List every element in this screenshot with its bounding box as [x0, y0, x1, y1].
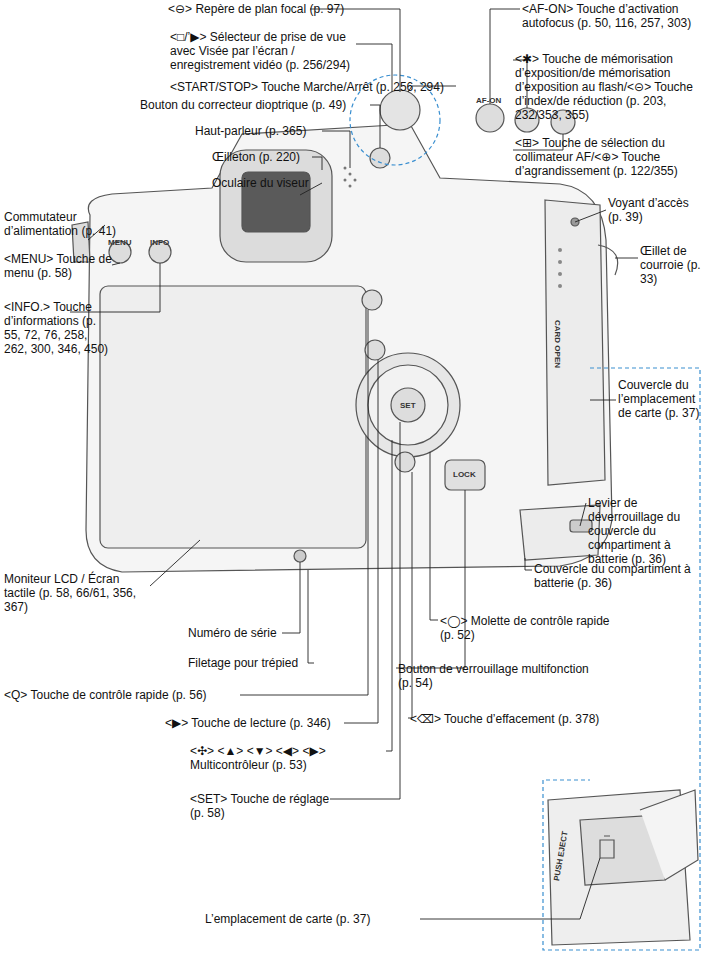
callout-label: Filetage pour trépied [188, 656, 318, 670]
callout-label: L’emplacement de carte (p. 37) [205, 912, 425, 926]
callout-label: Bouton de verrouillage multifonction (p.… [398, 662, 598, 690]
callout-label: Couvercle du compartiment à batterie (p.… [534, 562, 700, 590]
callout-label: Voyant d’accès (p. 39) [608, 196, 701, 224]
speaker-holes [344, 167, 357, 188]
printed-marking: AF-ON [476, 96, 501, 105]
callout-label: Couvercle du l’emplacement de carte (p. … [618, 378, 702, 420]
callout-label: <AF-ON> Touche d’activation autofocus (p… [522, 2, 700, 30]
callout-label: Levier de déverrouillage du couvercle du… [588, 496, 702, 566]
callout-label: <✣> <▲> <▼> <◀> <▶> Multicontrôleur (p. … [190, 744, 390, 772]
callout-label: <START/STOP> Touche Marche/Arrêt (p. 256… [170, 80, 460, 94]
callout-label: Oculaire du viseur [212, 176, 327, 190]
callout-label: <Q> Touche de contrôle rapide (p. 56) [4, 688, 244, 702]
card-slot-inset [548, 790, 698, 945]
printed-marking: MENU [108, 238, 132, 247]
callout-label: Numéro de série [188, 626, 288, 640]
callout-label: Haut-parleur (p. 365) [195, 124, 325, 138]
callout-label: Œilleton (p. 220) [212, 150, 317, 164]
printed-marking: CARD OPEN [553, 320, 562, 368]
callout-label: Œillet de courroie (p. 33) [640, 244, 702, 286]
callout-label: Commutateur d’alimentation (p. 41) [4, 210, 144, 238]
printed-marking: SET [400, 401, 416, 410]
callout-label: <INFO.> Touche d’informations (p. 55, 72… [4, 300, 109, 356]
callout-label: <□/’▶> Sélecteur de prise de vue avec Vi… [170, 30, 360, 72]
callout-label: <⌫> Touche d’effacement (p. 378) [410, 712, 610, 726]
callout-label: <⊞> Touche de sélection du collimateur A… [515, 136, 701, 178]
printed-marking: INFO [150, 238, 169, 247]
callout-label: <SET> Touche de réglage (p. 58) [190, 792, 335, 820]
callout-label: <✱> Touche de mémorisation d’exposition/… [515, 52, 701, 122]
printed-marking: LOCK [453, 470, 476, 479]
card-door-dots [558, 248, 562, 288]
callout-label: <◯> Molette de contrôle rapide (p. 52) [440, 614, 620, 642]
callout-label: Moniteur LCD / Écran tactile (p. 58, 66/… [4, 572, 154, 614]
callout-label: <▶> Touche de lecture (p. 346) [165, 716, 350, 730]
callout-label: <⊖> Repère de plan focal (p. 97) [168, 2, 413, 16]
callout-label: <MENU> Touche de menu (p. 58) [4, 252, 114, 280]
callout-label: Bouton du correcteur dioptrique (p. 49) [140, 98, 375, 112]
